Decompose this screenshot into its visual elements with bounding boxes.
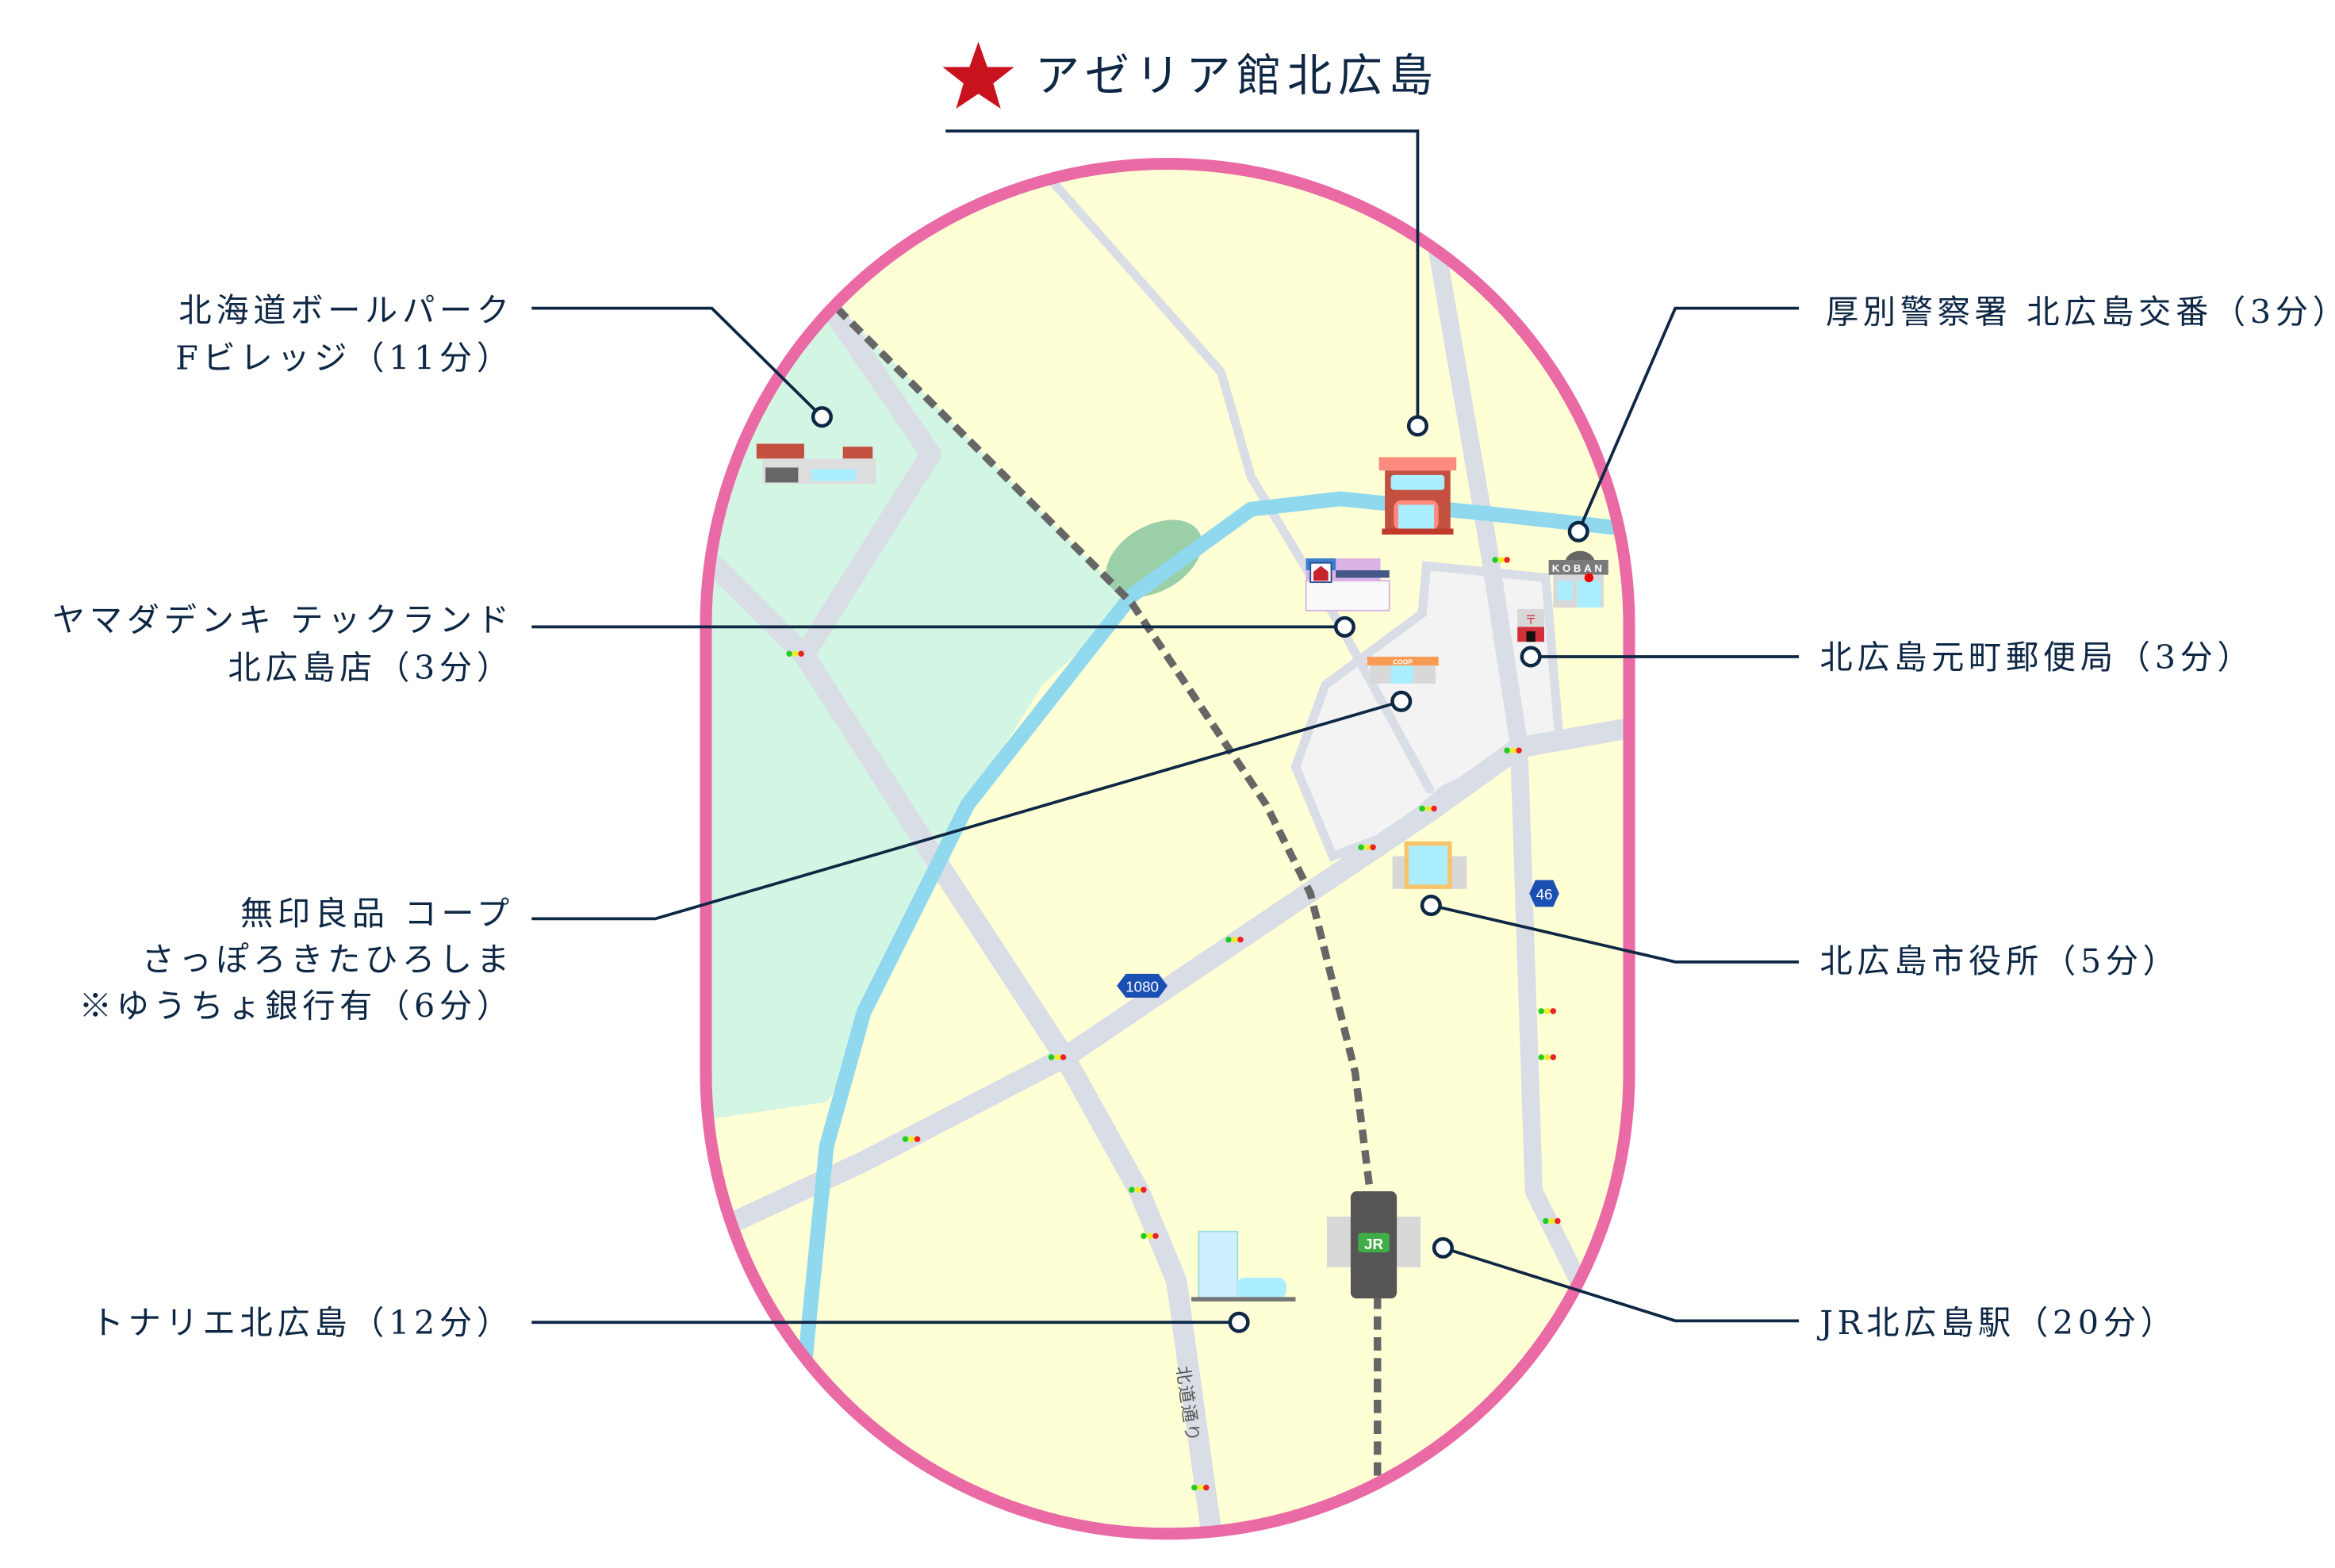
svg-text:トナリエ北広島（12分）: トナリエ北広島（12分）: [91, 1304, 514, 1342]
label-ballpark: 北海道ボールパーク Fビレッジ（11分）: [175, 292, 514, 378]
svg-text:1080: 1080: [1125, 978, 1159, 995]
label-yamada: ヤマダデンキ テックランド 北広島店（3分）: [52, 601, 514, 687]
pin-yamada[interactable]: [1333, 615, 1355, 638]
pin-ballpark[interactable]: [811, 406, 833, 428]
svg-text:さっぽろきたひろしま: さっぽろきたひろしま: [141, 941, 513, 979]
coop-icon: COOP: [1367, 656, 1439, 684]
pin-jr[interactable]: [1432, 1236, 1454, 1259]
label-muji-coop: 無印良品 コープ さっぽろきたひろしま ※ゆうちょ銀行有（6分）: [79, 895, 514, 1025]
pin-tonarie[interactable]: [1228, 1311, 1250, 1333]
pin-azelia[interactable]: [1406, 415, 1428, 437]
svg-text:〒: 〒: [1525, 613, 1537, 627]
city-hall-icon: [1392, 841, 1467, 889]
title: アゼリア館北広島: [942, 41, 1439, 109]
route-1080-badge: 1080: [1117, 973, 1168, 998]
tonarie-icon: [1191, 1230, 1296, 1302]
park-area: [705, 223, 1132, 1120]
svg-text:北海道ボールパーク: 北海道ボールパーク: [178, 292, 513, 330]
traffic-lights: [786, 557, 1561, 1491]
label-police: 厚別警察署 北広島交番（3分）: [1826, 293, 2335, 331]
svg-text:JR: JR: [1364, 1236, 1383, 1252]
svg-text:Fビレッジ（11分）: Fビレッジ（11分）: [175, 339, 514, 378]
pin-cityhall[interactable]: [1420, 894, 1442, 917]
map-border: [700, 158, 1635, 1540]
railway: [834, 305, 1374, 1192]
post-office-icon: 〒: [1517, 608, 1545, 642]
svg-text:無印良品 コープ: 無印良品 コープ: [240, 895, 514, 933]
green-hill: [1106, 519, 1202, 597]
svg-text:COOP: COOP: [1393, 657, 1413, 665]
label-tonarie: トナリエ北広島（12分）: [91, 1304, 514, 1342]
pin-police[interactable]: [1567, 520, 1589, 542]
location-pins: [811, 406, 1589, 1333]
map-area: 1080 46 北道通り: [705, 163, 1630, 1534]
label-cityhall: 北広島市役所（5分）: [1819, 942, 2180, 980]
pin-muji-coop[interactable]: [1390, 690, 1413, 712]
jr-station-icon: JR: [1326, 1190, 1421, 1299]
leader-lines: [531, 129, 1800, 1325]
title-text: アゼリア館北広島: [1035, 51, 1439, 102]
azelia-building-icon: [1378, 457, 1457, 535]
svg-text:KOBAN: KOBAN: [1552, 562, 1605, 574]
yamada-denki-icon: [1305, 558, 1390, 611]
svg-text:46: 46: [1536, 886, 1553, 903]
svg-text:ヤマダデンキ テックランド: ヤマダデンキ テックランド: [52, 601, 514, 639]
pin-post[interactable]: [1520, 646, 1542, 668]
koban-icon: KOBAN: [1548, 550, 1608, 608]
route-46-badge: 46: [1529, 880, 1559, 907]
svg-text:※ゆうちょ銀行有（6分）: ※ゆうちょ銀行有（6分）: [79, 987, 514, 1025]
svg-text:北広島店（3分）: 北広島店（3分）: [228, 649, 513, 687]
label-jr: JR北広島駅（20分）: [1816, 1304, 2177, 1342]
label-post: 北広島元町郵便局（3分）: [1819, 638, 2254, 677]
ballpark-icon: [756, 443, 876, 485]
star-icon: [942, 41, 1014, 109]
